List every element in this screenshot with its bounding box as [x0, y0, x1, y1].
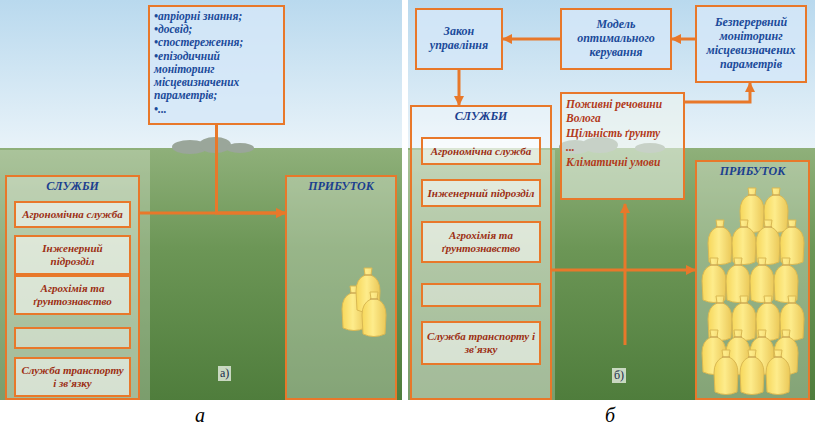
profit-box: ПРИБУТОК: [695, 160, 810, 400]
parameter-box: Поживні речовиниВологаЩільність ґрунту..…: [560, 92, 685, 200]
node-text: Інженерний підрозділ: [20, 242, 125, 267]
subfigure-label: б: [605, 404, 615, 427]
service-box: Агрохімія та ґрунтознавство: [421, 221, 541, 263]
service-box: Інженерний підрозділ: [14, 235, 131, 275]
empty-box: [14, 327, 131, 349]
node-text: Закон управління: [421, 25, 497, 53]
process-box: Модель оптимального керування: [560, 8, 672, 70]
flow-arrow: [552, 269, 695, 272]
light-wedge: [0, 150, 150, 400]
profit-box: ПРИБУТОК: [285, 175, 397, 400]
flow-arrow: [672, 38, 695, 41]
node-text: СЛУЖБИ: [416, 110, 546, 124]
node-text: Агрохімія та ґрунтознавство: [20, 282, 125, 307]
node-text: Служба транспорту і зв'язку: [427, 330, 535, 355]
service-box: Інженерний підрозділ: [421, 179, 541, 207]
flow-arrow: [217, 125, 286, 213]
trees: [172, 137, 254, 154]
service-box: Служба транспорту і зв'язку: [14, 357, 131, 397]
node-text: ПРИБУТОК: [701, 165, 804, 179]
panel-label: а): [218, 366, 231, 381]
node-text: Інженерний підрозділ: [427, 187, 535, 200]
service-box: Агрохімія та ґрунтознавство: [14, 275, 131, 315]
node-text: Кліматичні умови: [566, 155, 679, 169]
node-text: Волога: [566, 111, 679, 125]
process-box: Закон управління: [415, 8, 503, 70]
node-text: ПРИБУТОК: [291, 180, 391, 194]
sky: [0, 0, 402, 150]
flow-arrow: [458, 70, 461, 105]
group-box: СЛУЖБИ Агрономічна службаІнженерний підро…: [410, 105, 552, 400]
node-text: •апріорні знання;: [154, 10, 279, 23]
node-text: •...: [154, 103, 279, 116]
node-text: •досвід;: [154, 23, 279, 36]
service-box: Агрономічна служба: [421, 137, 541, 165]
node-text: Агрономічна служба: [20, 208, 125, 221]
node-text: Безперервний моніторинг місцевизначених …: [701, 16, 801, 71]
node-text: Служба транспорту і зв'язку: [20, 364, 125, 389]
group-box: СЛУЖБИ Агрономічна службаІнженерний підро…: [5, 175, 140, 400]
node-text: Агрономічна служба: [427, 145, 535, 158]
service-box: Агрономічна служба: [14, 201, 131, 228]
node-text: Поживні речовини: [566, 97, 679, 111]
process-box: Безперервний моніторинг місцевизначених …: [695, 5, 807, 83]
panel-label: б): [612, 368, 626, 383]
node-text: Модель оптимального керування: [566, 18, 666, 59]
subfigure-label: а: [195, 404, 205, 427]
node-text: •епізодичний моніторинг місцевизначених …: [154, 50, 279, 103]
node-text: •спостереження;: [154, 36, 279, 49]
service-box: Служба транспорту і зв'язку: [421, 321, 541, 365]
info-box: •апріорні знання;•досвід;•спостереження;…: [148, 5, 285, 125]
panel-b: [408, 0, 815, 400]
empty-box: [421, 283, 541, 307]
node-text: СЛУЖБИ: [11, 180, 134, 194]
node-text: Агрохімія та ґрунтознавство: [427, 229, 535, 254]
node-text: ...: [566, 140, 679, 154]
node-text: Щільність ґрунту: [566, 126, 679, 140]
panel-a: [0, 0, 402, 400]
input-arrow: [624, 204, 627, 345]
flow-arrow: [685, 83, 750, 102]
field: [0, 148, 402, 400]
flow-arrow: [503, 38, 560, 41]
